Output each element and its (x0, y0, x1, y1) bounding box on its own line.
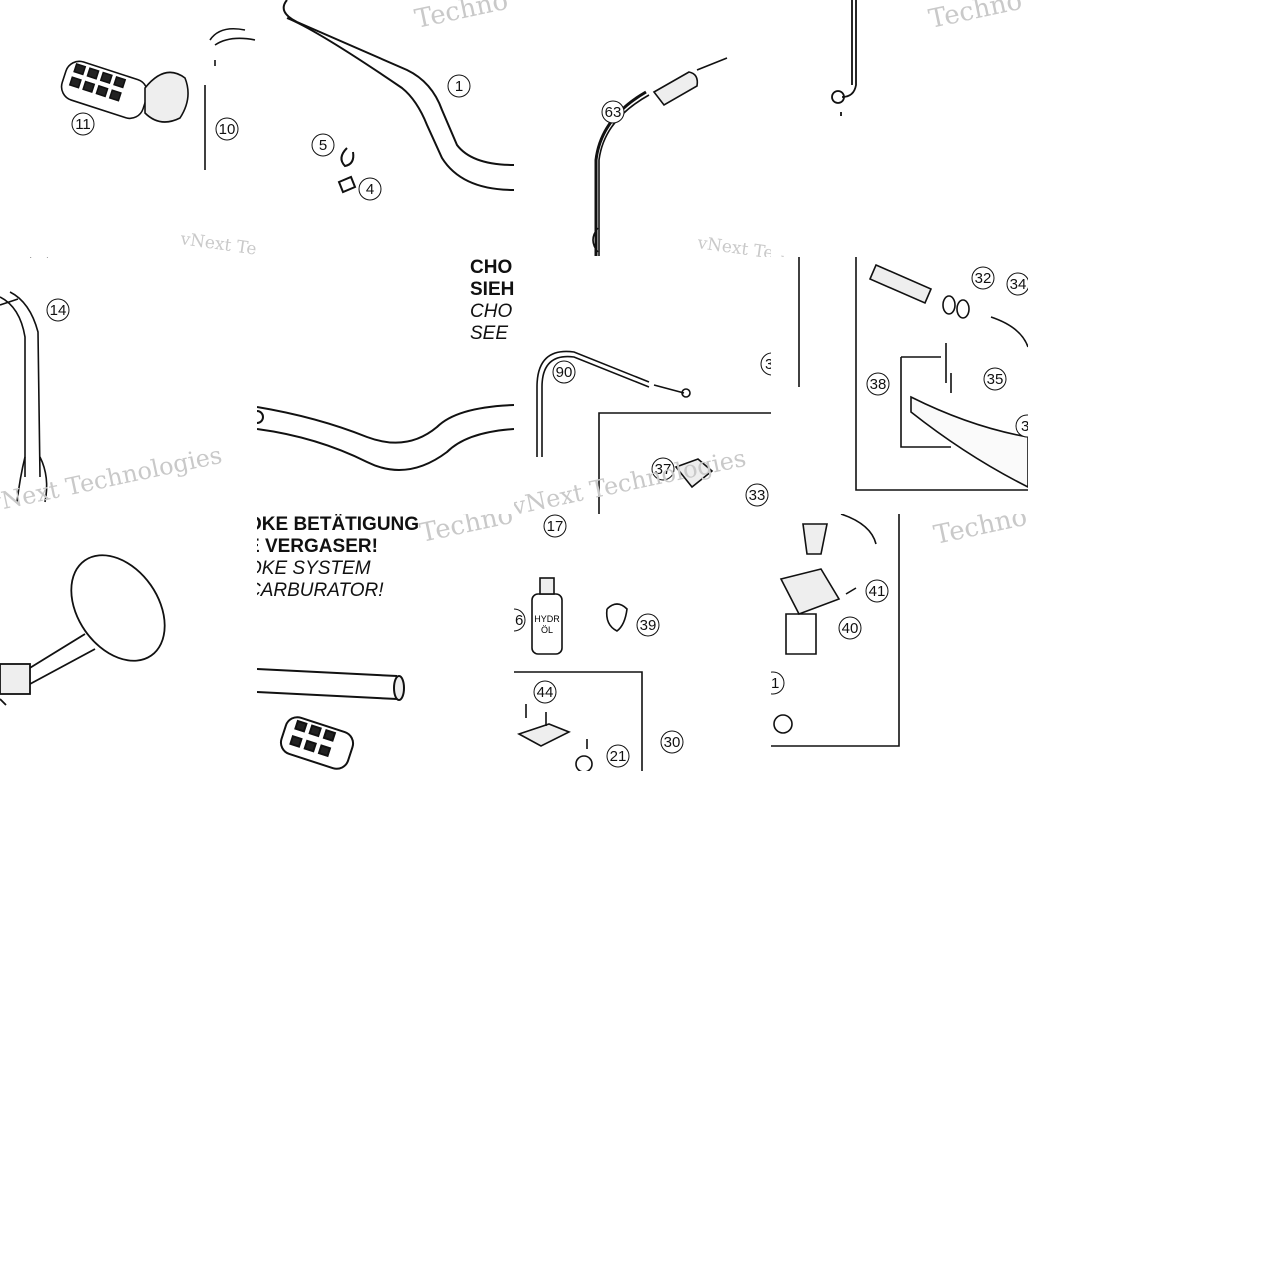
lever-drawing (798, 257, 1028, 491)
callout-17: 17 (543, 514, 567, 538)
svg-text:30: 30 (664, 734, 681, 751)
callout-32: 32 (971, 266, 995, 290)
svg-text:vNext Technologies: vNext Technologies (514, 444, 748, 514)
tile-hydraulic-parts: 17 39 44 21 30 6 HYDR ÖL (514, 514, 771, 771)
svg-text:4: 4 (366, 181, 374, 198)
svg-text:1: 1 (771, 675, 779, 692)
handlebar-drawing (282, 0, 514, 194)
callout-5: 5 (311, 133, 335, 157)
callout-34: 34 (1006, 272, 1028, 296)
svg-text:37: 37 (655, 461, 672, 478)
callout-4: 4 (358, 177, 382, 201)
svg-text:34: 34 (1010, 276, 1027, 293)
choke-cable-drawing (536, 350, 771, 514)
choke-note-top: CHO SIEH CHO SEE C (470, 257, 514, 344)
svg-text:vNext Tec: vNext Tec (178, 229, 257, 257)
mirror-drawing (0, 554, 166, 706)
callout-10: 10 (215, 117, 239, 141)
svg-text:vNext Tec: vNext Tec (695, 233, 771, 257)
tile-throttle-grip: 11 10 vNext Tec (0, 0, 257, 257)
callout-partial-3b: 3 (1015, 414, 1028, 438)
svg-text:21: 21 (610, 748, 627, 765)
callout-39: 39 (636, 613, 660, 637)
tile-brake-fitting: 41 40 1 Techno (771, 514, 1028, 771)
oil-label-line1: HYDR (534, 614, 560, 624)
svg-text:32: 32 (975, 270, 992, 287)
svg-text:38: 38 (870, 376, 887, 393)
tile-mirror-top: Techno chnologies (771, 0, 1028, 257)
callout-44: 44 (533, 680, 557, 704)
tile-choke-note-lower: Techno OKE BETÄTIGUNG E VERGASER! OKE SY… (257, 514, 514, 771)
svg-text:17: 17 (547, 518, 564, 535)
svg-text:41: 41 (869, 583, 886, 600)
callout-35: 35 (983, 367, 1007, 391)
svg-text:chnologies: chnologies (257, 248, 290, 257)
callout-33: 33 (745, 483, 769, 507)
callout-63: 63 (601, 100, 625, 124)
mirror-stem-drawing (831, 0, 857, 116)
svg-text:10: 10 (219, 121, 236, 138)
switch-cable-drawing (0, 257, 48, 503)
svg-text:3: 3 (765, 356, 771, 373)
svg-text:3: 3 (1021, 418, 1028, 435)
callout-90: 90 (552, 360, 576, 384)
callout-37: 37 (651, 457, 675, 481)
callout-partial-6: 6 (514, 608, 526, 632)
tile-throttle-cable: 63 vNext Tec (514, 0, 771, 257)
svg-text:6: 6 (515, 612, 523, 629)
choke-note-bottom: OKE BETÄTIGUNG E VERGASER! OKE SYSTEM CA… (257, 514, 420, 601)
handlebar-end-drawing (257, 668, 405, 770)
svg-text:63: 63 (605, 104, 622, 121)
callout-40: 40 (838, 616, 862, 640)
svg-text:1: 1 (455, 78, 463, 95)
callout-21: 21 (606, 744, 630, 768)
callout-41: 41 (865, 579, 889, 603)
callout-14: 14 (46, 298, 70, 322)
brake-fitting-drawing (771, 514, 900, 747)
tile-choke-note: 18 CHO SIEH CHO SEE C (257, 257, 514, 514)
svg-text:40: 40 (842, 620, 859, 637)
svg-text:39: 39 (640, 617, 657, 634)
svg-text:35: 35 (987, 371, 1004, 388)
svg-text:Techno: Techno (412, 0, 511, 35)
callout-38: 38 (866, 372, 890, 396)
svg-text:vNext Technologies: vNext Technologies (0, 441, 224, 514)
callout-11: 11 (71, 112, 95, 136)
tile-choke-cable: 90 37 33 3 vNext Technologies (514, 257, 771, 514)
tile-mirror (0, 514, 257, 771)
oil-bottle-drawing (514, 577, 643, 771)
handlebar-lower-drawing (257, 404, 514, 471)
svg-text:Techno: Techno (926, 0, 1025, 35)
callout-partial-31: 1 (771, 671, 785, 695)
svg-text:33: 33 (749, 487, 766, 504)
oil-label-line2: ÖL (541, 625, 553, 635)
tile-clutch-lever: 32 34 38 35 3 (771, 257, 1028, 514)
tile-left-switch: 14 vNext Technologies (0, 257, 257, 514)
callout-1: 1 (447, 74, 471, 98)
svg-text:Techno: Techno (931, 514, 1028, 551)
svg-text:90: 90 (556, 364, 573, 381)
callout-partial-3: 3 (760, 352, 771, 376)
svg-text:11: 11 (75, 116, 91, 133)
svg-text:14: 14 (50, 302, 67, 319)
throttle-grip-drawing (60, 27, 256, 170)
callout-30: 30 (660, 730, 684, 754)
svg-text:44: 44 (537, 684, 554, 701)
cable-drawing (592, 57, 728, 256)
svg-text:5: 5 (319, 137, 327, 154)
tile-handlebar-upper: 1 5 4 Techno chnologies (257, 0, 514, 257)
svg-text:Techno: Techno (417, 514, 514, 549)
